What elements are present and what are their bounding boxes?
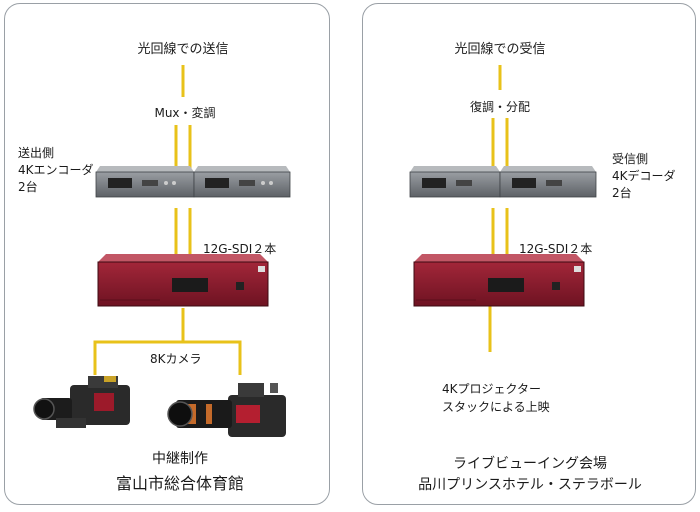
right-connectors (488, 65, 509, 352)
encoder-side-line-1: 送出側 (18, 146, 55, 160)
decoder-unit-icon (499, 166, 597, 198)
camera-label: 8Kカメラ (150, 352, 202, 366)
right-venue-line-2: 品川プリンスホテル・ステラボール (418, 477, 642, 493)
left-connectors (93, 65, 242, 375)
left-sdi-label: 12G-SDI２本 (203, 242, 277, 256)
right-venue-line-1: ライブビューイング会場 (453, 456, 607, 472)
8k-recorder-icon (413, 254, 585, 307)
encoder-side-line-3: 2台 (18, 180, 38, 194)
left-top-label: 光回線での送信 (137, 42, 229, 57)
8k-recorder-icon (97, 254, 269, 307)
encoder-unit-icon (193, 166, 291, 198)
decoder-unit-icon (409, 166, 501, 198)
left-venue-line-2: 富山市総合体育館 (115, 474, 244, 493)
decoder-side-line-3: 2台 (612, 186, 632, 200)
left-venue-line-1: 中継制作 (152, 451, 208, 467)
encoder-side-line-2: 4Kエンコーダ (18, 163, 94, 177)
decoder-side-line-2: 4Kデコーダ (612, 169, 676, 183)
decoder-side-line-1: 受信側 (612, 152, 649, 166)
demod-label: 復調・分配 (469, 100, 530, 114)
encoder-unit-icon (95, 166, 195, 198)
right-sdi-label: 12G-SDI２本 (519, 242, 593, 256)
output-line-2: スタックによる上映 (442, 400, 550, 414)
output-line-1: 4Kプロジェクター (442, 382, 542, 396)
8k-camera-icon (167, 383, 286, 437)
right-top-label: 光回線での受信 (454, 42, 546, 57)
mux-label: Mux・変調 (154, 106, 216, 120)
8k-camera-icon (33, 376, 130, 428)
